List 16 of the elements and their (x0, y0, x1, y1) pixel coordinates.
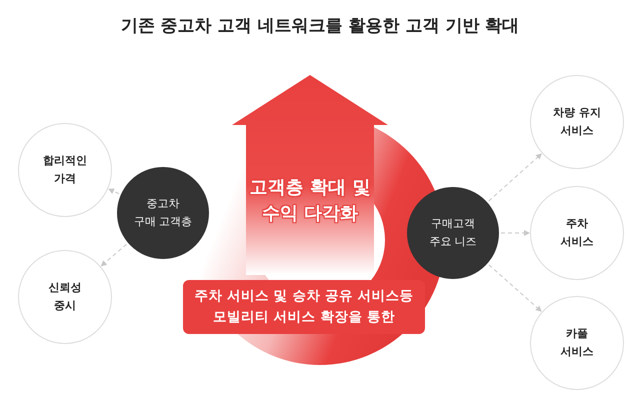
circle-label: 차량 유지 서비스 (552, 105, 602, 139)
banner (183, 280, 425, 334)
circle-label: 구매고객 주요 니즈 (428, 216, 478, 250)
title: 기존 중고차 고객 네트워크를 활용한 고객 기반 확대 (120, 15, 520, 37)
dashed-arrow (108, 188, 120, 194)
circle-label: 중고차 구매 고객층 (132, 196, 194, 230)
dashed-arrow (500, 230, 530, 236)
banner-text: 주차 서비스 및 승차 공유 서비스등 모빌리티 서비스 확장을 통한 (194, 287, 414, 327)
headline-text: 고객층 확대 및 수익 다각화 (248, 176, 372, 226)
circle-label: 신뢰성 중시 (48, 280, 82, 314)
dashed-arrow (488, 153, 542, 202)
circle-label: 카풀 서비스 (560, 326, 594, 360)
circle-label: 주차 서비스 (560, 216, 594, 250)
dashed-arrow (100, 244, 128, 266)
dashed-arrow (488, 264, 542, 312)
circle-label: 합리적인 가격 (42, 153, 88, 187)
